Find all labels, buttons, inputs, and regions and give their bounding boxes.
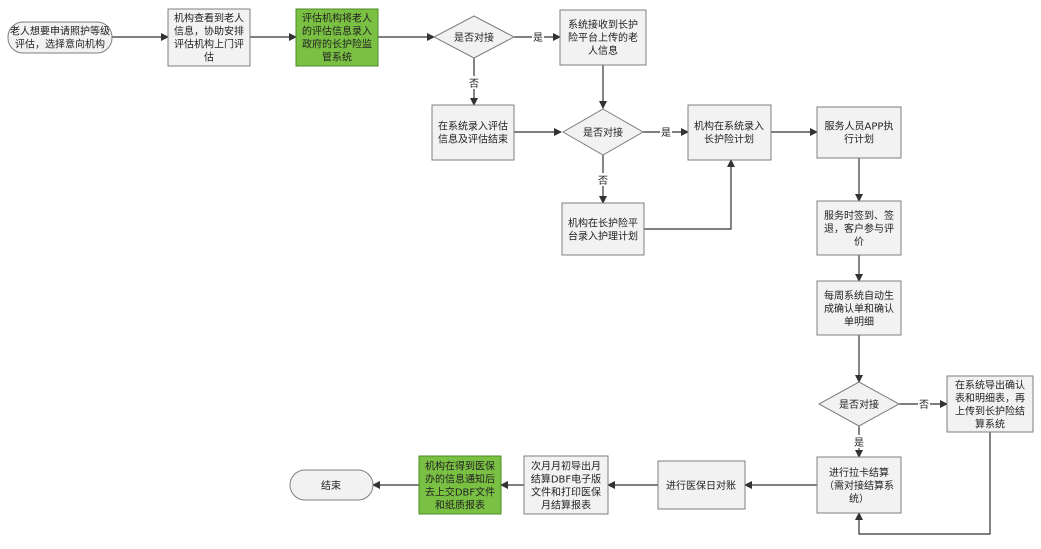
node-text-line: 行计划 [844,133,874,146]
node-text-line: 管系统 [322,51,352,64]
export-upload-box [946,375,1034,433]
institution-plan-input-label: 机构在系统录入长护险计划 [694,120,764,146]
decision-1-diamond [432,15,516,59]
node-text-line: 上传到长护险结 [955,405,1025,418]
monthly-export-label: 次月月初导出月结算DBF电子版文件和打印医保月结算报表 [531,460,601,512]
submit-dbf-box [418,455,502,515]
node-text-line: 进行医保日对账 [666,479,736,492]
node-text-line: 服务人员APP执 [825,120,894,133]
node-text-line: 退，客户参与评 [824,222,894,235]
manual-assess-input-box [431,104,515,161]
weekly-report-label: 每周系统自动生成确认单和确认单明细 [824,289,894,328]
edge-export-to-card-settle [855,432,991,535]
end-terminator [289,469,374,501]
node-text-line: 长护险计划 [704,133,754,146]
node-text-line: 是否对接 [839,398,879,411]
edge-label-d2-yes: 是 [661,127,671,139]
node-text-line: 机构在长护险平 [568,217,638,230]
node-text-line: 次月月初导出月 [531,460,601,473]
node-text-line: 在系统导出确认 [955,379,1025,392]
edge-label-d1-no: 否 [469,78,479,90]
edge-label-d3-yes: 是 [854,437,864,449]
system-receive-box [559,9,647,66]
assessor-input-box [295,8,379,67]
node-text-line: 是否对接 [583,126,623,139]
institution-check-box [167,8,251,67]
system-receive-label: 系统接收到长护险平台上传的老人信息 [568,18,638,57]
decision-3-label: 是否对接 [839,398,879,411]
node-text-line: 评估机构上门评 [174,38,244,51]
assessor-input-label: 评估机构将老人的评估信息录入政府的长护险监管系统 [302,12,372,64]
node-text-line: 评估机构将老人 [302,12,372,25]
node-text-line: 算系统 [975,418,1005,431]
edges [112,33,991,535]
card-settle-box [816,456,902,514]
daily-reconcile-label: 进行医保日对账 [666,479,736,492]
edge-platform-plan-to-institution-plan [644,159,735,230]
node-text-line: 和纸质报表 [435,499,485,512]
end-label: 结束 [321,479,341,492]
start-label: 老人想要申请照护等级评估，选择意向机构 [10,25,110,51]
node-text-line: 月结算报表 [541,499,591,512]
staff-app-label: 服务人员APP执行计划 [825,120,894,146]
submit-dbf-label: 机构在得到医保办的信息通知后去上交DBF文件和纸质报表 [425,460,495,512]
node-text-line: 的评估信息录入 [302,25,372,38]
node-text-line: 机构在系统录入 [694,120,764,133]
node-text-line: 老人想要申请照护等级 [10,25,110,38]
monthly-export-box [523,455,609,515]
node-text-line: 文件和打印医保 [531,486,601,499]
start-terminator [7,21,113,54]
node-text-line: 统） [849,492,869,505]
node-text-line: 机构查看到老人 [174,12,244,25]
nodes: 老人想要申请照护等级评估，选择意向机构 机构查看到老人信息，协助安排评估机构上门… [7,8,1034,515]
checkin-label: 服务时签到、签退，客户参与评价 [824,209,894,248]
platform-plan-input-label: 机构在长护险平台录入护理计划 [568,217,638,243]
platform-plan-input-box [561,202,645,256]
node-text-line: 表和明细表，再 [955,392,1025,405]
node-text-line: 政府的长护险监 [302,38,372,51]
export-upload-label: 在系统导出确认表和明细表，再上传到长护险结算系统 [955,379,1025,431]
node-text-line: 成确认单和确认 [824,302,894,315]
edge-labels: 是 否 是 否 否 是 [468,30,930,449]
node-text-line: 机构在得到医保 [425,460,495,473]
institution-plan-input-box [687,104,772,161]
staff-app-box [816,106,902,159]
node-text-line: 服务时签到、签 [824,209,894,222]
node-text-line: 险平台上传的老 [568,31,638,44]
node-text-line: 去上交DBF文件 [425,486,495,499]
node-text-line: 是否对接 [454,31,494,44]
decision-2-label: 是否对接 [583,126,623,139]
weekly-report-box [816,280,902,336]
node-text-line: 单明细 [844,315,874,328]
node-text-line: 估 [204,51,214,64]
node-text-line: 结束 [321,479,341,492]
node-text-line: 办的信息通知后 [425,473,495,486]
node-text-line: 人信息 [588,44,618,57]
node-text-line: 信息及评估结束 [438,133,508,146]
decision-1-label: 是否对接 [454,31,494,44]
daily-reconcile-box [657,460,746,510]
node-text-line: 价 [854,236,864,248]
edge-label-d1-yes: 是 [533,32,543,44]
node-text-line: 每周系统自动生 [824,289,894,302]
manual-assess-input-label: 在系统录入评估信息及评估结束 [438,120,508,146]
node-text-line: 系统接收到长护 [568,18,638,31]
institution-check-label: 机构查看到老人信息，协助安排评估机构上门评估 [174,12,244,64]
decision-3-diamond [817,381,901,427]
decision-2-diamond [561,108,645,156]
node-text-line: 进行拉卡结算 [829,466,889,479]
node-text-line: 信息，协助安排 [174,25,244,38]
node-text-line: 评估，选择意向机构 [15,38,105,51]
card-settle-label: 进行拉卡结算（需对接结算系统） [824,466,894,505]
checkin-box [816,200,902,256]
node-text-line: 结算DBF电子版 [531,473,601,486]
node-text-line: 在系统录入评估 [438,120,508,133]
edge-label-d2-no: 否 [598,175,608,187]
node-text-line: 台录入护理计划 [568,230,638,243]
edge-label-d3-no: 否 [919,399,929,411]
node-text-line: （需对接结算系 [824,479,894,492]
